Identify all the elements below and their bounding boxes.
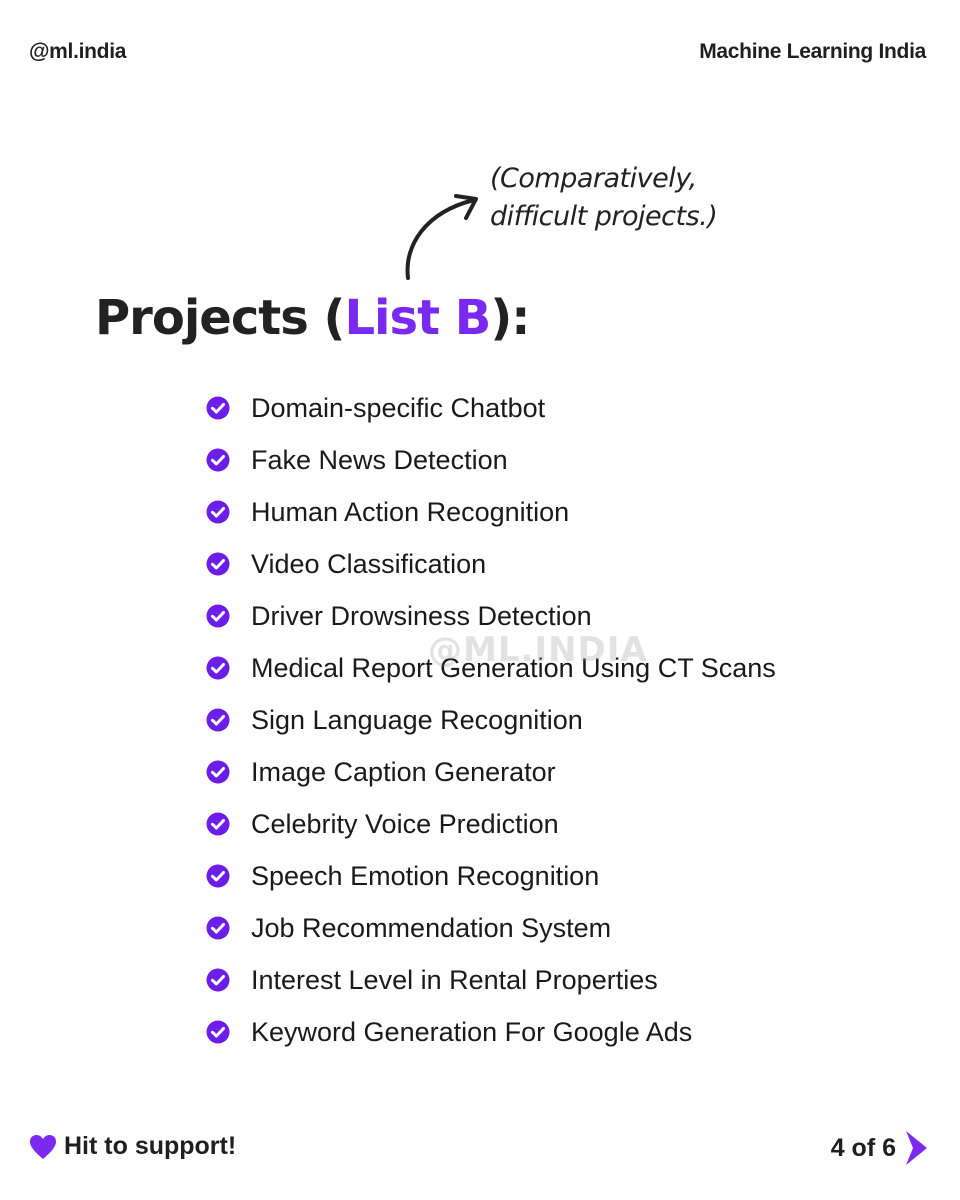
check-circle-icon (206, 968, 230, 992)
account-handle: @ml.india (29, 40, 127, 63)
support-cta[interactable]: Hit to support! (29, 1132, 236, 1161)
brand-name: Machine Learning India (699, 40, 926, 63)
list-item: Image Caption Generator (206, 746, 776, 798)
list-item: Celebrity Voice Prediction (206, 798, 776, 850)
title-prefix: Projects ( (95, 290, 345, 346)
project-label: Celebrity Voice Prediction (251, 808, 559, 839)
check-circle-icon (206, 760, 230, 784)
project-label: Speech Emotion Recognition (251, 860, 600, 891)
project-label: Keyword Generation For Google Ads (251, 1016, 693, 1047)
page-title: Projects (List B): (95, 290, 530, 346)
check-circle-icon (206, 708, 230, 732)
project-list: Domain-specific Chatbot Fake News Detect… (206, 382, 776, 1058)
list-item: Keyword Generation For Google Ads (206, 1006, 776, 1058)
title-suffix: ): (490, 290, 530, 346)
project-label: Video Classification (251, 548, 487, 579)
project-label: Job Recommendation System (251, 912, 612, 943)
check-circle-icon (206, 656, 230, 680)
project-label: Interest Level in Rental Properties (251, 964, 658, 995)
check-circle-icon (206, 864, 230, 888)
list-item: Domain-specific Chatbot (206, 382, 776, 434)
title-accent: List B (344, 290, 491, 346)
list-item: Fake News Detection (206, 434, 776, 486)
list-item: Speech Emotion Recognition (206, 850, 776, 902)
check-circle-icon (206, 448, 230, 472)
chevron-right-icon[interactable] (904, 1130, 928, 1166)
check-circle-icon (206, 552, 230, 576)
project-label: Fake News Detection (251, 444, 508, 475)
curved-arrow-icon (405, 194, 478, 280)
list-item: Video Classification (206, 538, 776, 590)
list-item: Human Action Recognition (206, 486, 776, 538)
list-item: Sign Language Recognition (206, 694, 776, 746)
check-circle-icon (206, 916, 230, 940)
list-item: Job Recommendation System (206, 902, 776, 954)
project-label: Image Caption Generator (251, 756, 556, 787)
list-item: Medical Report Generation Using CT Scans (206, 642, 776, 694)
annotation-line-2: difficult projects.) (490, 201, 718, 232)
project-label: Sign Language Recognition (251, 704, 583, 735)
check-circle-icon (206, 812, 230, 836)
project-label: Medical Report Generation Using CT Scans (251, 652, 776, 683)
pagination: 4 of 6 (831, 1130, 928, 1166)
check-circle-icon (206, 500, 230, 524)
annotation-line-1: (Comparatively, (490, 163, 697, 194)
list-item: Driver Drowsiness Detection (206, 590, 776, 642)
check-circle-icon (206, 604, 230, 628)
annotation-note: (Comparatively, difficult projects.) (490, 160, 718, 236)
check-circle-icon (206, 396, 230, 420)
project-label: Domain-specific Chatbot (251, 392, 546, 423)
list-item: Interest Level in Rental Properties (206, 954, 776, 1006)
check-circle-icon (206, 1020, 230, 1044)
project-label: Driver Drowsiness Detection (251, 600, 592, 631)
project-label: Human Action Recognition (251, 496, 570, 527)
page-indicator: 4 of 6 (830, 1133, 896, 1162)
heart-icon (30, 1134, 56, 1159)
support-text: Hit to support! (64, 1132, 237, 1160)
